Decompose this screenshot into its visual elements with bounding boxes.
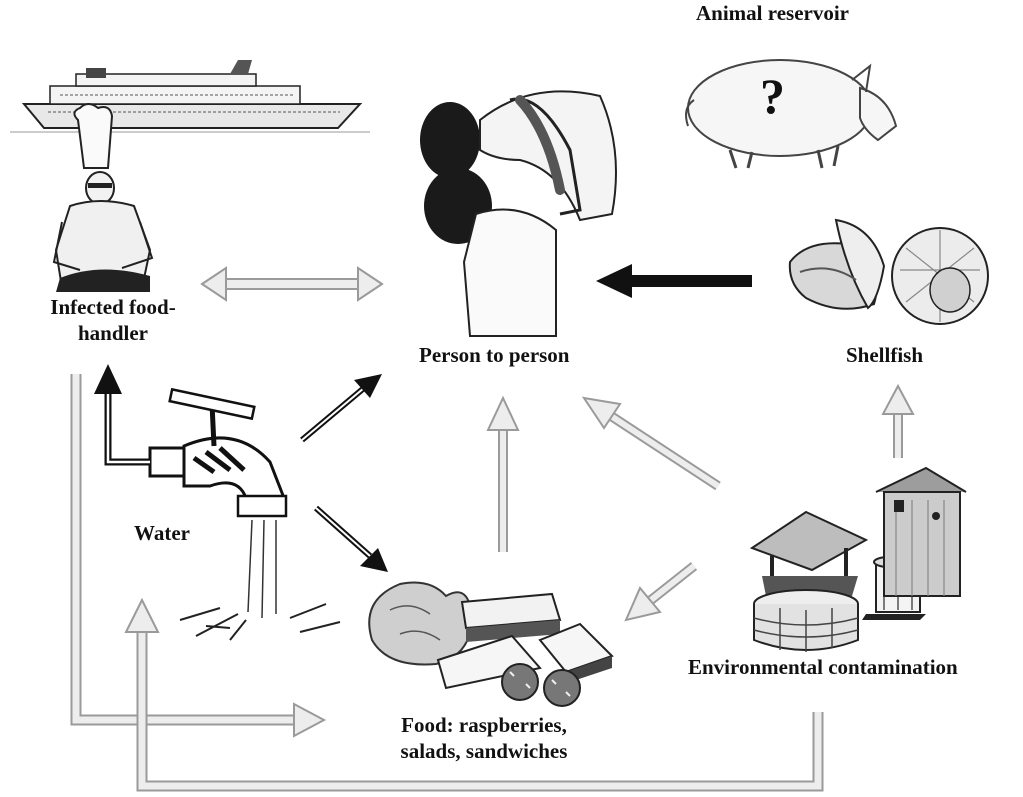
arrow-food-person <box>486 395 520 552</box>
infected-food-handler-label: Infected food- handler <box>20 294 206 346</box>
food-label-line2: salads, sandwiches <box>400 739 568 763</box>
environmental-contamination-label: Environmental contamination <box>688 655 958 679</box>
parent-child-illustration <box>420 90 617 337</box>
shellfish-label: Shellfish <box>846 343 924 367</box>
infected-food-handler-line2: handler <box>77 321 148 345</box>
food-handler-illustration <box>52 103 154 292</box>
water-label: Water <box>134 521 190 545</box>
arrow-shellfish-person <box>596 264 752 298</box>
shellfish-illustration <box>788 218 989 325</box>
well-illustration <box>749 510 869 652</box>
food-label: Food: raspberries, salads, sandwiches <box>366 712 602 764</box>
arrows-layer <box>70 264 915 792</box>
arrow-food-handler-food <box>70 374 327 738</box>
infected-food-handler-line1: Infected food- <box>50 295 176 319</box>
arrow-environment-shellfish <box>881 383 915 458</box>
outhouse-illustration <box>875 466 967 597</box>
person-to-person-label: Person to person <box>419 343 570 367</box>
arrow-water-food <box>314 505 388 572</box>
pig-illustration <box>685 59 898 169</box>
arrow-water-person <box>300 374 382 443</box>
food-label-line1: Food: raspberries, <box>401 713 567 737</box>
arrow-food-handler-person <box>200 266 384 302</box>
animal-reservoir-label: Animal reservoir <box>696 1 849 25</box>
arrow-environment-person <box>581 396 721 491</box>
food-illustration <box>368 581 614 707</box>
cruise-ship-illustration <box>10 60 370 133</box>
question-mark: ? <box>760 68 785 124</box>
arrow-environment-water <box>124 597 824 792</box>
arrow-water-food-handler <box>94 364 150 466</box>
arrow-environment-food <box>624 562 698 622</box>
faucet-illustration <box>148 387 341 641</box>
